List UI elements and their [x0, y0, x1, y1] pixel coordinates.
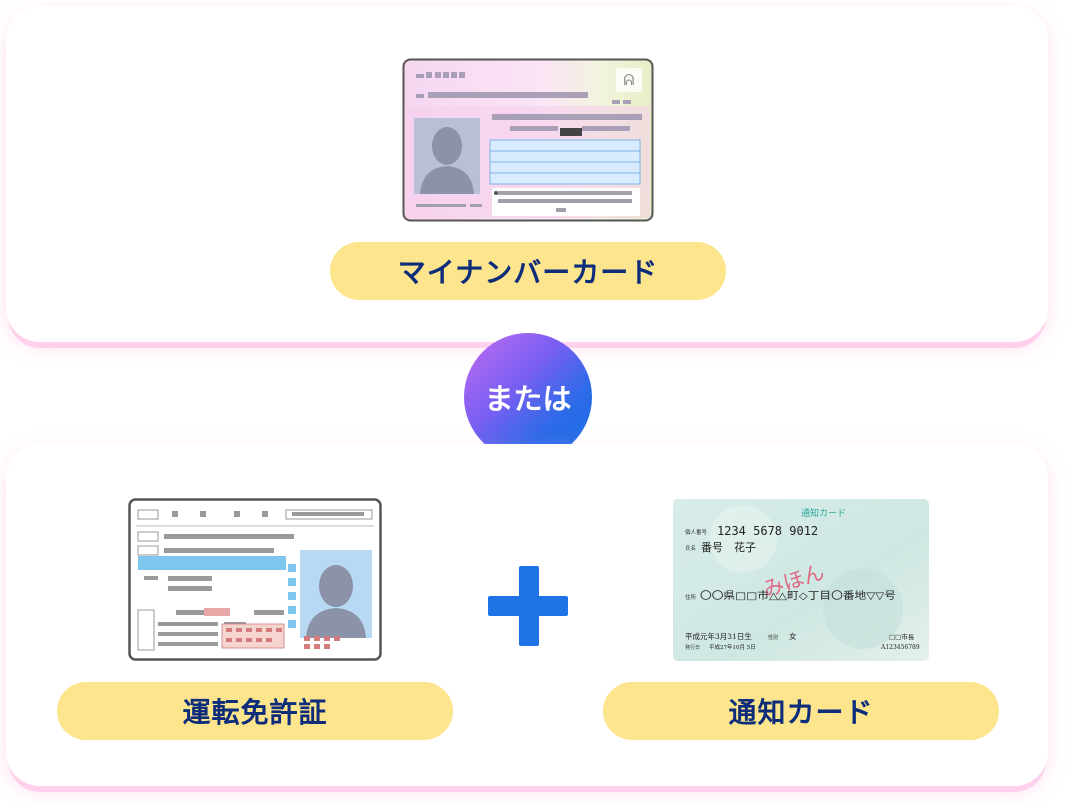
notice-name-caption: 氏名 — [685, 544, 696, 552]
notice-address: 〇〇県□□市△△町◇丁目〇番地▽▽号 — [700, 589, 896, 602]
notification-card-label: 通知カード — [603, 682, 999, 740]
notice-issuer: □□市長 — [889, 632, 915, 641]
notice-number: 1234 5678 9012 — [717, 524, 818, 538]
notice-birth: 平成元年3月31日生 — [685, 631, 752, 641]
notice-number-caption: 個人番号 — [685, 528, 708, 536]
or-separator-badge: または — [464, 333, 592, 461]
notice-serial: A123456789 — [880, 644, 920, 651]
mynumber-card-label: マイナンバーカード — [330, 242, 726, 300]
svg-text:ᕱ: ᕱ — [623, 71, 634, 89]
drivers-license-label: 運転免許証 — [57, 682, 453, 740]
drivers-license-image — [128, 498, 382, 661]
mynumber-card-image: ᕱ — [402, 58, 654, 222]
notification-card-image: 通知カード 個人番号 1234 5678 9012 氏名 番号 花子 みほん 住… — [673, 499, 929, 661]
notice-card-title: 通知カード — [801, 507, 846, 519]
notice-sex: 女 — [789, 631, 797, 641]
notice-issue-date: 平成27年10月 5日 — [709, 643, 756, 651]
notice-sex-caption: 性別 — [768, 634, 778, 641]
notice-name: 番号 花子 — [701, 541, 756, 554]
notice-issue-caption: 発行日 — [685, 644, 700, 651]
notice-address-caption: 住所 — [685, 593, 697, 601]
